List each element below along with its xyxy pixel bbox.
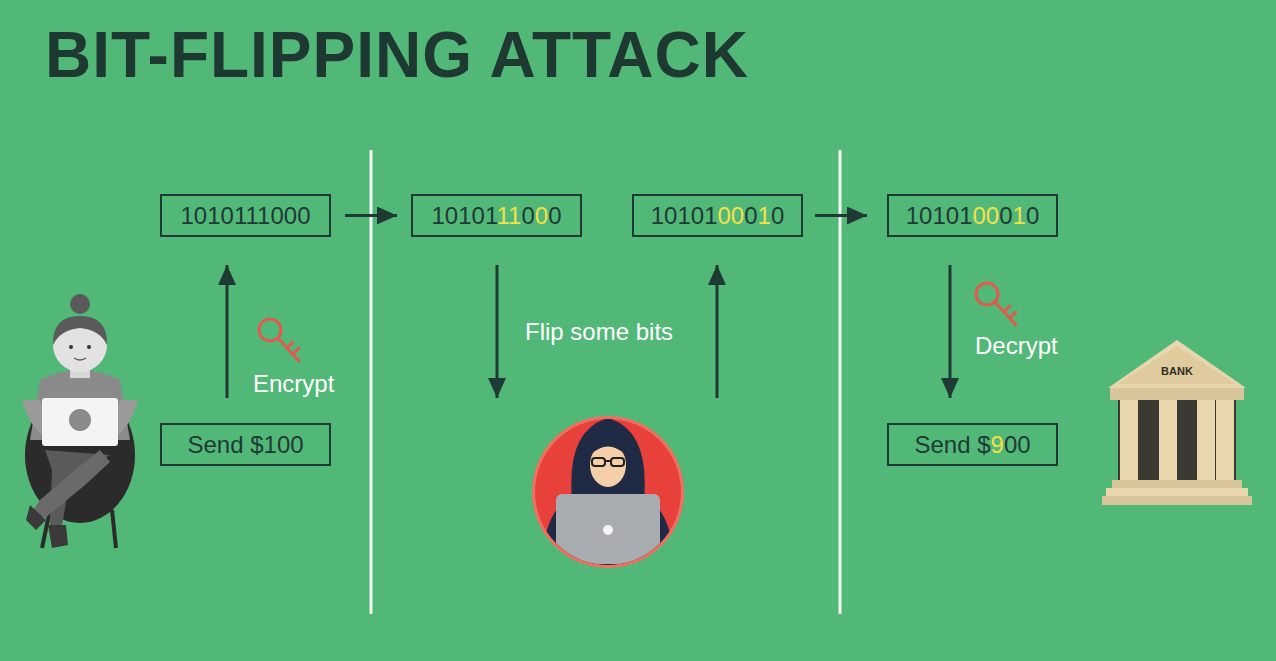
box-text: 1010100010 bbox=[906, 202, 1040, 230]
box-text: 1010111000 bbox=[431, 202, 561, 230]
box-text: Send $100 bbox=[187, 431, 303, 459]
up-arrow bbox=[716, 265, 719, 398]
box-text: Send $900 bbox=[914, 431, 1030, 459]
ciphertext-box: 1010111000 bbox=[411, 194, 582, 237]
ciphertext-box: 1010111000 bbox=[160, 194, 331, 237]
ciphertext-box: 1010100010 bbox=[632, 194, 803, 237]
annotation-label: Flip some bits bbox=[525, 318, 673, 346]
bank-building bbox=[1102, 340, 1252, 505]
diagram-title: BIT-FLIPPING ATTACK bbox=[45, 23, 749, 87]
user-figure bbox=[22, 294, 138, 548]
box-text: 1010111000 bbox=[180, 202, 310, 230]
down-arrow bbox=[496, 265, 499, 398]
plaintext-box: Send $100 bbox=[160, 423, 331, 466]
flow-arrow bbox=[226, 265, 229, 398]
divider-line bbox=[370, 150, 373, 614]
ciphertext-box: 1010100010 bbox=[887, 194, 1058, 237]
attacker-figure bbox=[532, 416, 684, 570]
key-icon bbox=[259, 319, 299, 361]
edge-label: Encrypt bbox=[253, 370, 334, 398]
flow-arrow bbox=[949, 265, 952, 398]
flow-arrow bbox=[345, 214, 397, 217]
flow-arrow bbox=[815, 214, 867, 217]
edge-label: Decrypt bbox=[975, 332, 1058, 360]
key-icon bbox=[976, 283, 1016, 325]
box-text: 1010100010 bbox=[651, 202, 785, 230]
plaintext-box: Send $900 bbox=[887, 423, 1058, 466]
building-sign: BANK bbox=[1147, 365, 1207, 378]
divider-line bbox=[839, 150, 842, 614]
